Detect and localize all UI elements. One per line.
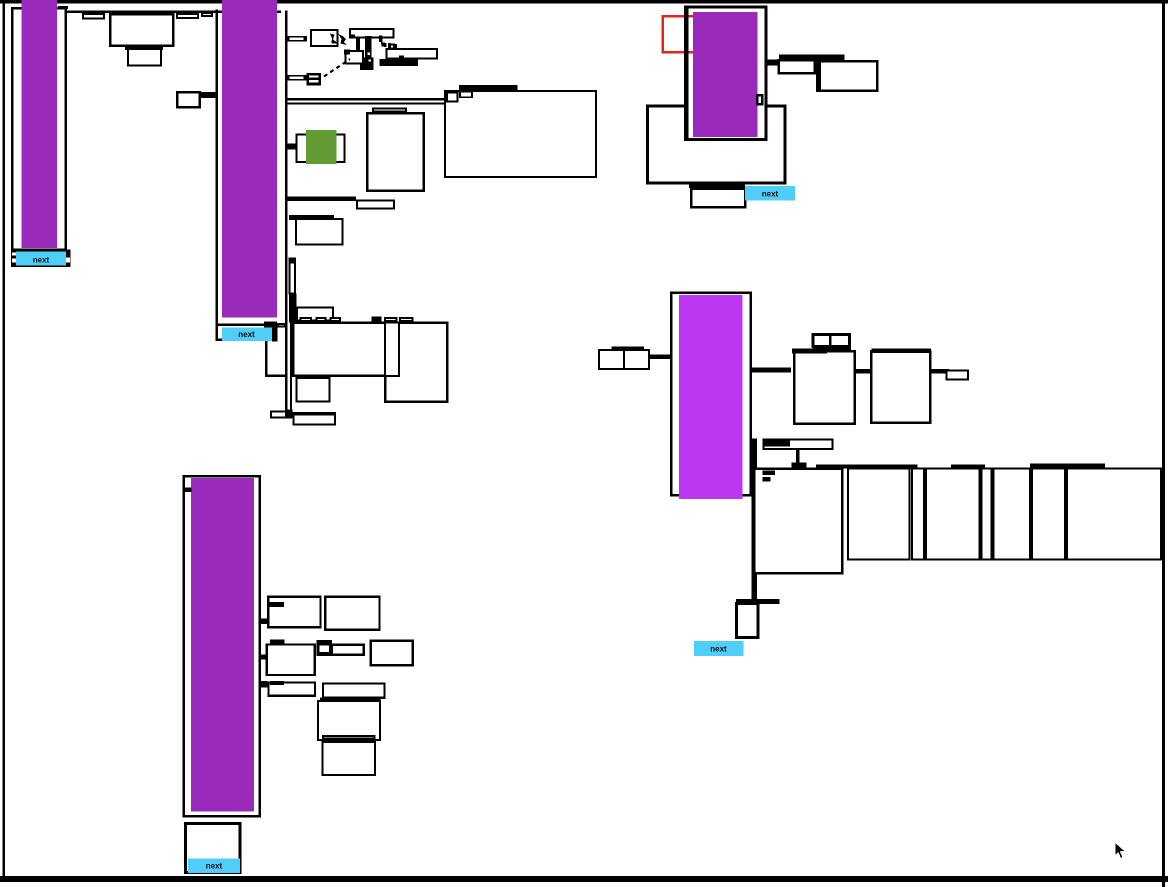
svg-text:next: next: [33, 256, 50, 265]
svg-text:next: next: [762, 190, 779, 199]
svg-text:next: next: [710, 645, 727, 654]
svg-text:next: next: [206, 862, 223, 871]
svg-text:next: next: [238, 330, 255, 339]
